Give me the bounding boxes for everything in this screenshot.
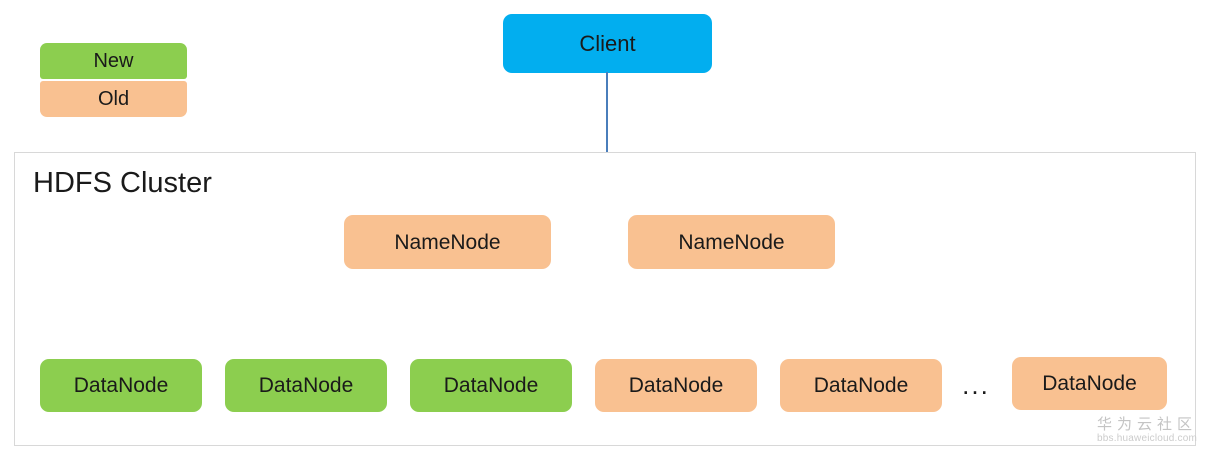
datanode-1: DataNode bbox=[40, 359, 202, 412]
client-cluster-connector bbox=[606, 72, 608, 153]
datanode-2: DataNode bbox=[225, 359, 387, 412]
datanode-4: DataNode bbox=[595, 359, 757, 412]
legend-item-new: New bbox=[40, 43, 187, 79]
datanode-3: DataNode bbox=[410, 359, 572, 412]
datanode-5: DataNode bbox=[780, 359, 942, 412]
namenode-1: NameNode bbox=[344, 215, 551, 269]
datanode-ellipsis: ... bbox=[962, 370, 990, 400]
cluster-title: HDFS Cluster bbox=[33, 167, 212, 199]
legend-item-old: Old bbox=[40, 81, 187, 117]
client-node: Client bbox=[503, 14, 712, 73]
watermark-url: bbs.huaweicloud.com bbox=[1097, 432, 1197, 444]
watermark-brand: 华为云社区 bbox=[1096, 416, 1197, 433]
namenode-2: NameNode bbox=[628, 215, 835, 269]
datanode-6: DataNode bbox=[1012, 357, 1167, 410]
watermark: 华为云社区 bbs.huaweicloud.com bbox=[1057, 417, 1197, 444]
hdfs-cluster-container bbox=[14, 152, 1196, 446]
